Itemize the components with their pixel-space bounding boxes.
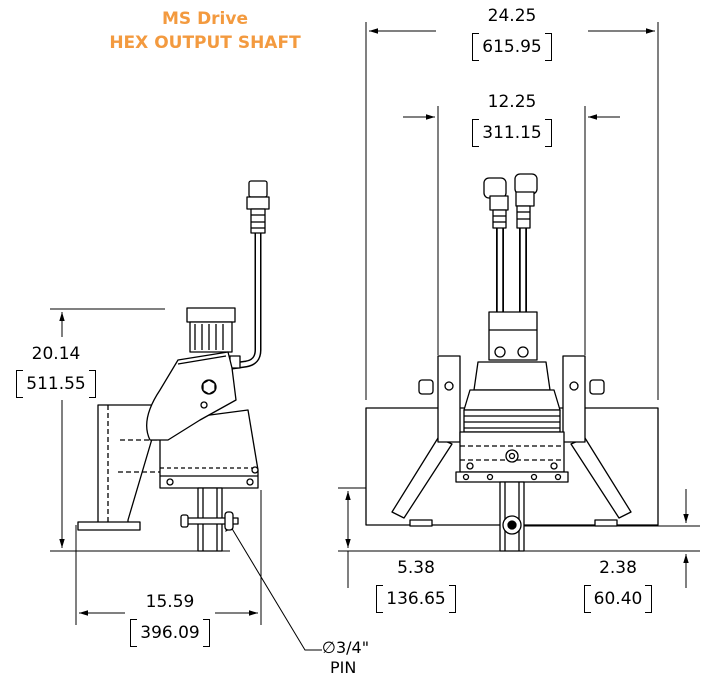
dim-overall-width-inch: 24.25	[487, 6, 537, 26]
dim-offset-mm-value: 60.40	[593, 589, 643, 609]
dim-height-mm-value: 511.55	[26, 374, 86, 394]
pin-label: PIN	[330, 658, 357, 677]
dimension-lines	[50, 22, 700, 651]
dim-frame-width-inch: 12.25	[487, 92, 537, 112]
dim-depth-mm-value: 396.09	[140, 623, 200, 643]
dim-frame-width-mm-value: 311.15	[482, 123, 542, 143]
dim-depth-mm: 396.09	[110, 619, 230, 647]
dim-shaft-length-mm-value: 136.65	[386, 589, 446, 609]
side-view	[77, 180, 270, 552]
front-view	[365, 173, 659, 552]
dim-frame-width-mm: 311.15	[452, 119, 572, 147]
dim-shaft-length-mm: 136.65	[356, 585, 476, 613]
title-line-2: HEX OUTPUT SHAFT	[109, 33, 301, 53]
dim-height-mm: 511.55	[0, 370, 112, 398]
dim-offset-mm: 60.40	[566, 585, 670, 613]
dim-offset-inch: 2.38	[599, 558, 637, 578]
dim-overall-width-mm: 615.95	[452, 33, 572, 61]
dim-height-inch: 20.14	[31, 344, 81, 364]
dim-depth-inch: 15.59	[145, 592, 195, 612]
dim-overall-width-mm-value: 615.95	[482, 37, 542, 57]
dim-shaft-length-inch: 5.38	[397, 558, 435, 578]
title-line-1: MS Drive	[161, 9, 248, 29]
pin-diameter-label: ∅3/4"	[322, 638, 370, 657]
